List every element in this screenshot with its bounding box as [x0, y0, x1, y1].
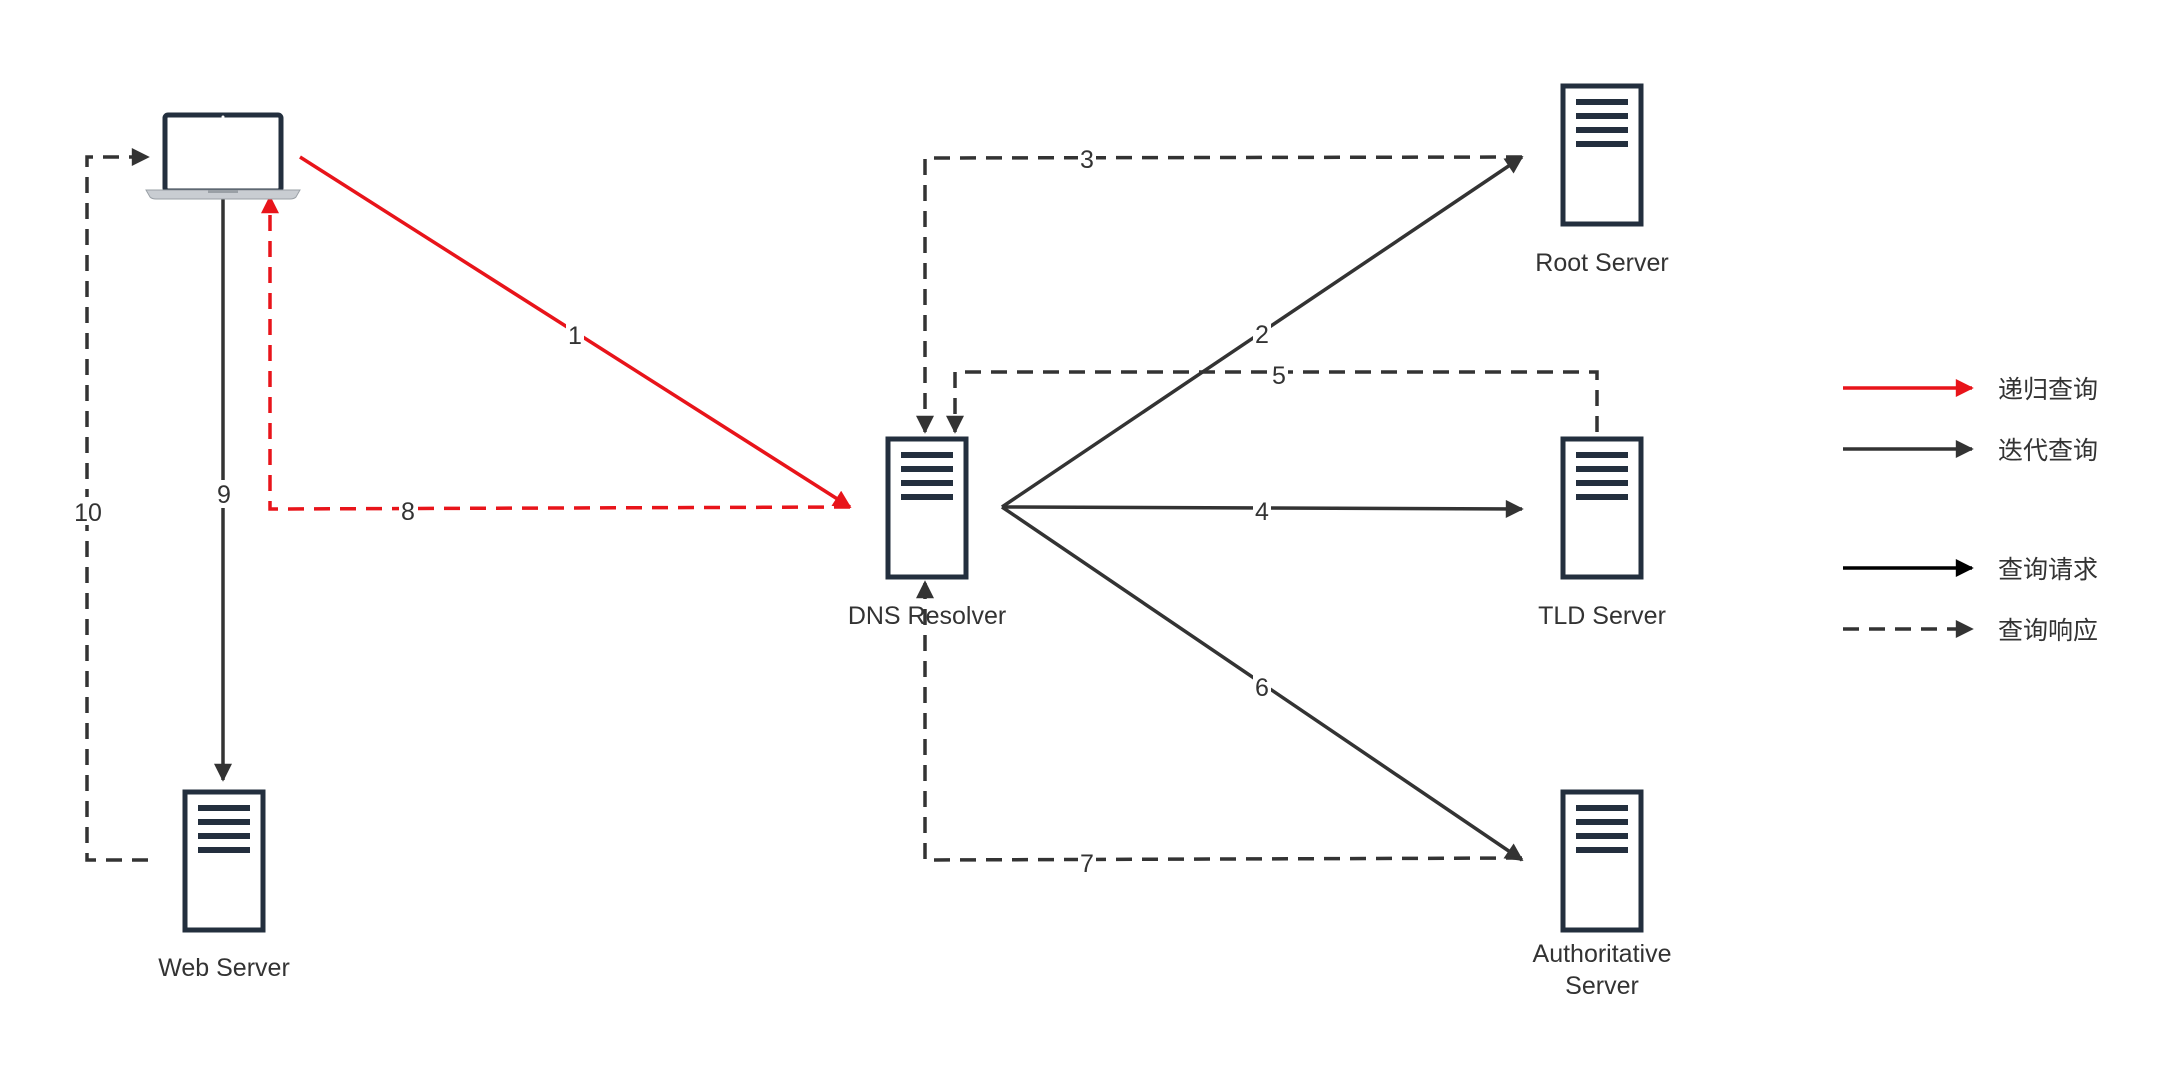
web-server-label: Web Server [158, 954, 290, 982]
legend-item-iterative: 迭代查询 [1843, 436, 2098, 465]
edge-10: 10 [72, 148, 150, 862]
edge-label-5: 5 [1272, 362, 1286, 390]
laptop-icon [145, 112, 301, 200]
edge-9: 9 [214, 198, 232, 782]
authoritative-server-node: Authoritative Server [1533, 792, 1672, 1000]
dns-resolver-label: DNS Resolver [848, 602, 1006, 630]
edge-label-7: 7 [1080, 850, 1094, 878]
edge-2: 2 [1001, 155, 1524, 509]
edge-label-4: 4 [1255, 498, 1269, 526]
edge-6: 6 [1001, 505, 1524, 862]
authoritative-server-label-line2: Server [1565, 972, 1639, 1000]
server-icon [185, 792, 263, 930]
edge-label-10: 10 [74, 499, 102, 527]
legend-label-response: 查询响应 [1998, 616, 2098, 645]
server-icon [1563, 439, 1641, 577]
legend-item-response: 查询响应 [1843, 616, 2098, 645]
edge-label-6: 6 [1255, 674, 1269, 702]
web-server-node: Web Server [158, 792, 290, 982]
edge-label-9: 9 [217, 481, 231, 509]
edge-label-1: 1 [568, 322, 582, 350]
legend: 递归查询 迭代查询 查询请求 查询响应 [1843, 375, 2098, 645]
legend-label-recursive: 递归查询 [1998, 375, 2098, 404]
tld-server-node: TLD Server [1538, 439, 1666, 630]
edge-8: 8 [261, 195, 851, 526]
edge-7: 7 [916, 580, 1523, 878]
edge-label-3: 3 [1080, 146, 1094, 174]
edge-label-2: 2 [1255, 321, 1269, 349]
server-icon [1563, 792, 1641, 930]
dns-resolver-node: DNS Resolver [848, 439, 1006, 630]
edge-4: 4 [1001, 497, 1524, 526]
legend-item-recursive: 递归查询 [1843, 375, 2098, 404]
server-icon [1563, 86, 1641, 224]
client-node [145, 112, 301, 200]
edge-3: 3 [916, 144, 1523, 434]
tld-server-label: TLD Server [1538, 602, 1666, 630]
authoritative-server-label-line1: Authoritative [1533, 940, 1672, 968]
root-server-node: Root Server [1535, 86, 1669, 277]
edge-5: 5 [946, 360, 1599, 434]
legend-item-request: 查询请求 [1843, 555, 2098, 584]
edge-1: 1 [299, 155, 852, 509]
root-server-label: Root Server [1535, 249, 1668, 277]
legend-label-request: 查询请求 [1998, 555, 2098, 584]
legend-label-iterative: 迭代查询 [1998, 436, 2098, 465]
edge-label-8: 8 [401, 498, 415, 526]
server-icon [888, 439, 966, 577]
